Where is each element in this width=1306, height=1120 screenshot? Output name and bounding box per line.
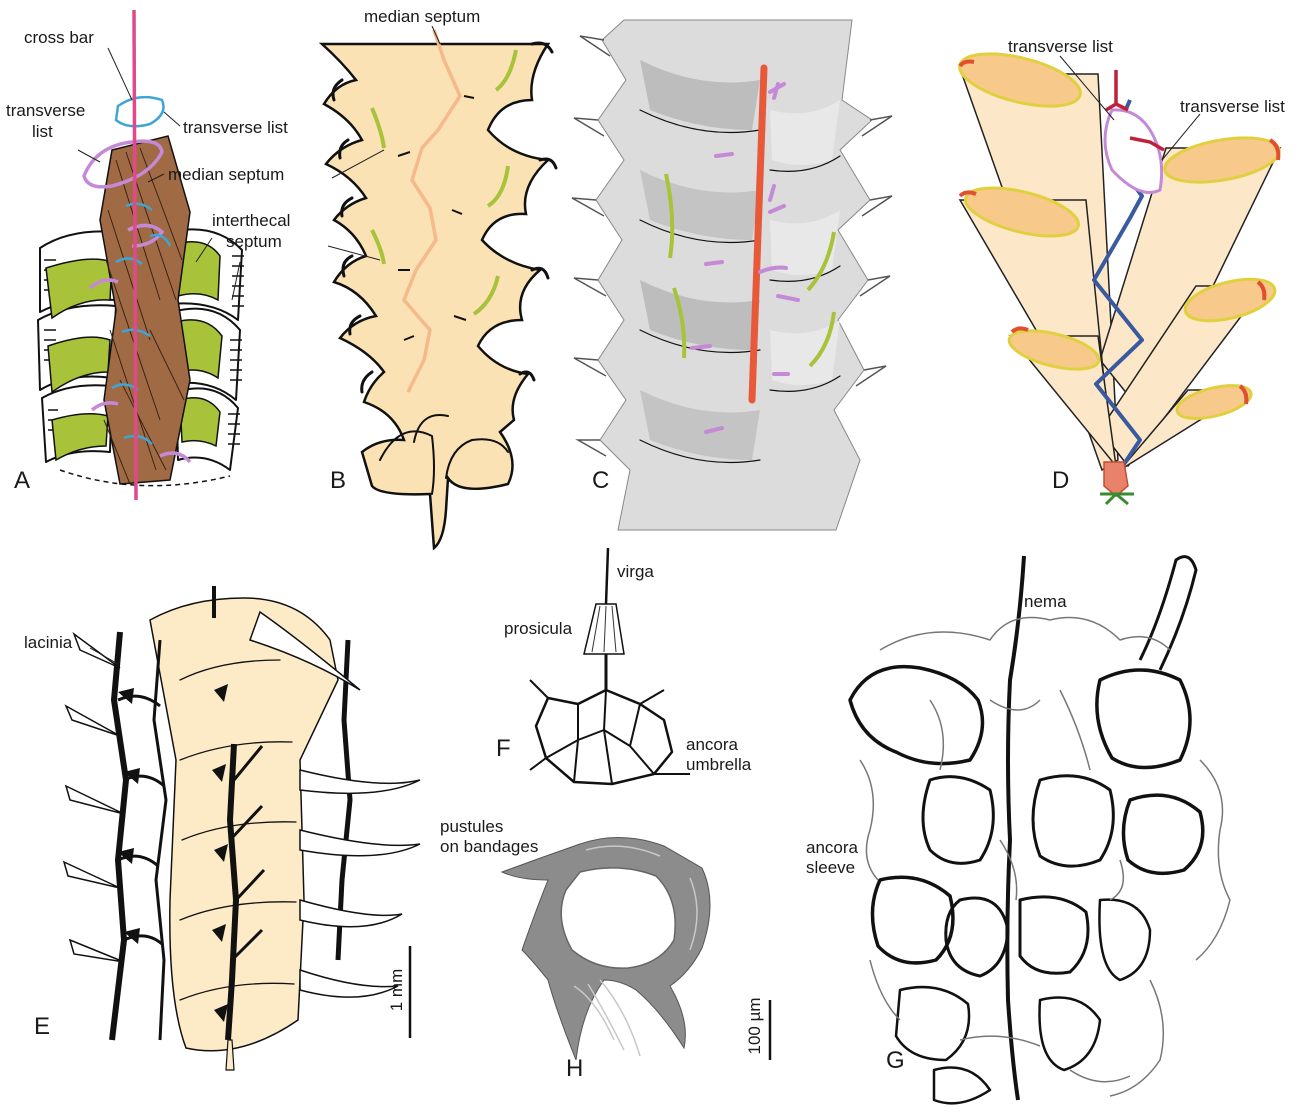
panel-letter-e: E (34, 1013, 50, 1040)
label-ancora-umbrella: umbrella (686, 755, 752, 774)
label-pustules: on bandages (440, 837, 538, 856)
panel-letter-b: B (330, 467, 346, 494)
label-ancora-sleeve: ancora (806, 838, 859, 857)
panel-a: cross bar transverse list transverse lis… (6, 10, 290, 500)
panel-e: lacinia 1 mm E (24, 586, 420, 1070)
interthecal-septum-fill (48, 337, 110, 392)
panel-letter-d: D (1052, 467, 1069, 494)
label-nema: nema (1024, 592, 1067, 611)
label-transverse-list-d: transverse list (1008, 37, 1113, 56)
cross-bar (116, 97, 164, 126)
panel-b: median septum B (322, 7, 556, 548)
panel-c: C (572, 20, 892, 530)
virga-f (606, 548, 608, 604)
label-prosicula: prosicula (504, 619, 573, 638)
panel-letter-a: A (14, 467, 30, 494)
ancora-sleeve-mesh (850, 667, 1203, 1104)
label-transverse-list: transverse list (183, 118, 288, 137)
label-transverse-list-left: list (32, 122, 53, 141)
label-cross-bar: cross bar (24, 28, 94, 47)
sicula-d (1104, 462, 1128, 496)
interthecal-septum-fill (180, 398, 220, 446)
sleeve-spine (1140, 557, 1196, 670)
label-transverse-list-d: transverse list (1180, 97, 1285, 116)
panel-letter-c: C (592, 467, 609, 494)
nema-g (1007, 556, 1024, 1100)
label-interthecal-septum: septum (226, 232, 282, 251)
label-median-septum-b: median septum (364, 7, 480, 26)
label-median-septum: median septum (168, 165, 284, 184)
nema (134, 10, 136, 500)
scale-label-e: 1 mm (387, 969, 406, 1012)
interthecal-septum-fill (52, 414, 108, 460)
median-septum-fill (100, 136, 190, 484)
label-virga: virga (617, 562, 654, 581)
panel-g: nema ancora sleeve G (806, 556, 1230, 1103)
panel-h: pustules on bandages 100 µm H (440, 817, 770, 1082)
panel-letter-f: F (496, 735, 511, 762)
spine-right (300, 770, 420, 997)
panel-f: virga prosicula ancora umbrella F (496, 548, 752, 784)
virgella-d (1100, 494, 1134, 504)
transverse-list-d (1105, 110, 1162, 193)
bandage-opening (561, 868, 675, 968)
label-interthecal-septum: interthecal (212, 211, 290, 230)
label-lacinia: lacinia (24, 633, 73, 652)
panel-d: transverse list transverse list D (955, 37, 1286, 504)
label-transverse-list-left: transverse (6, 101, 85, 120)
panel-letter-h: H (566, 1055, 583, 1082)
label-ancora-umbrella: ancora (686, 735, 739, 754)
interthecal-septum-fill (46, 259, 112, 318)
ancora-sleeve-mesh-faint (860, 618, 1230, 1097)
rhabdosome-b (322, 44, 548, 548)
virgella-e (226, 1040, 234, 1070)
panel-letter-g: G (886, 1047, 905, 1074)
label-ancora-sleeve: sleeve (806, 858, 855, 877)
leader-line (108, 48, 132, 100)
scale-label-h: 100 µm (745, 997, 764, 1054)
leader-line (164, 112, 180, 126)
label-pustules: pustules (440, 817, 503, 836)
